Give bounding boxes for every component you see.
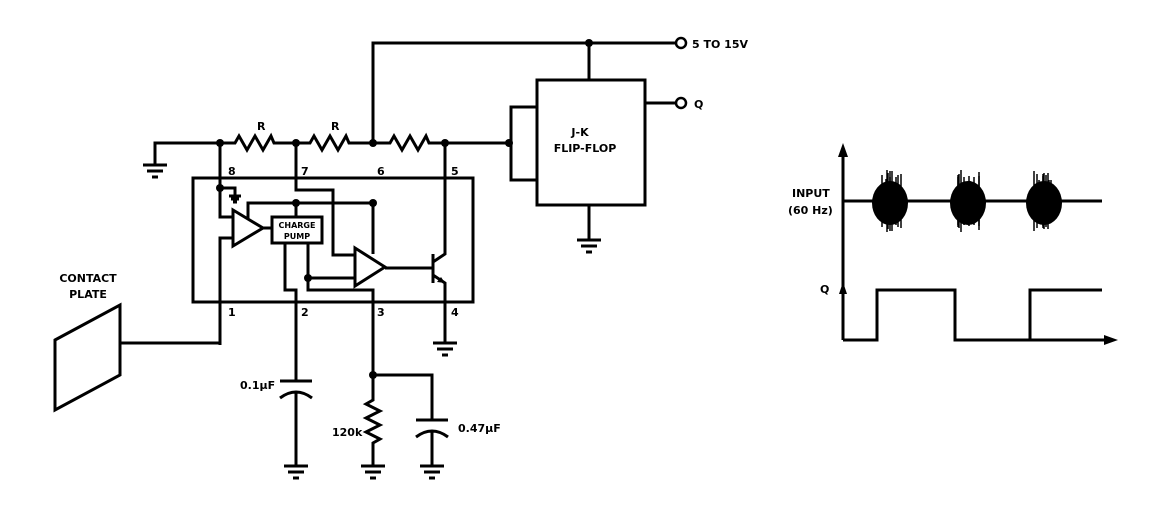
pin-label: 2 bbox=[301, 306, 309, 319]
contact-plate: CONTACT PLATE bbox=[53, 272, 220, 413]
charge-pump-label-2: PUMP bbox=[284, 232, 310, 241]
pin-label: 3 bbox=[377, 306, 385, 319]
arrow-right-icon bbox=[1104, 335, 1118, 345]
ground-icon bbox=[284, 464, 308, 480]
pin-label: 4 bbox=[451, 306, 459, 319]
rc-network: 120k 0.47µF bbox=[332, 371, 501, 480]
resistor-label: R bbox=[257, 120, 266, 133]
ground-icon bbox=[577, 238, 601, 254]
q-waveform-label: Q bbox=[820, 283, 829, 296]
pin-label: 7 bbox=[301, 165, 309, 178]
resistor-label: R bbox=[331, 120, 340, 133]
arrow-up-icon bbox=[839, 282, 847, 294]
contact-plate-label-1: CONTACT bbox=[59, 272, 117, 285]
jk-flipflop: J-K FLIP-FLOP Q bbox=[509, 78, 703, 254]
capacitor-0-1uf: 0.1µF bbox=[240, 345, 313, 480]
ground-icon bbox=[361, 464, 385, 480]
cap1-label: 0.1µF bbox=[240, 379, 275, 392]
transistor-icon bbox=[431, 143, 447, 342]
flipflop-label-2: FLIP-FLOP bbox=[554, 142, 617, 155]
timing-diagram: INPUT (60 Hz) Q bbox=[788, 143, 1118, 345]
pin-label: 5 bbox=[451, 165, 459, 178]
arrow-up-icon bbox=[838, 143, 848, 157]
flipflop-label-1: J-K bbox=[570, 126, 589, 139]
q-waveform bbox=[843, 288, 1102, 342]
resistor-120k-label: 120k bbox=[332, 426, 363, 439]
supply-terminal bbox=[674, 36, 688, 50]
cap2-label: 0.47µF bbox=[458, 422, 501, 435]
pin-label: 6 bbox=[377, 165, 385, 178]
pin-label: 8 bbox=[228, 165, 236, 178]
supply-label: 5 TO 15V bbox=[692, 38, 748, 51]
comparator-2 bbox=[353, 245, 388, 289]
ground-icon bbox=[143, 163, 167, 179]
ground-icon bbox=[433, 341, 457, 357]
ground-icon bbox=[420, 464, 444, 480]
input-bursts bbox=[872, 170, 1062, 232]
pin-label: 1 bbox=[228, 306, 236, 319]
q-output-label: Q bbox=[694, 98, 703, 111]
ic-package: 8 7 6 5 1 2 3 4 CHARGE PUMP bbox=[191, 143, 475, 375]
charge-pump-label-1: CHARGE bbox=[279, 221, 316, 230]
q-terminal bbox=[674, 96, 688, 110]
supply-rail: 5 TO 15V bbox=[371, 36, 748, 143]
noise-burst bbox=[950, 181, 986, 225]
input-label: INPUT bbox=[792, 187, 830, 200]
input-frequency-label: (60 Hz) bbox=[788, 204, 833, 217]
contact-plate-label-2: PLATE bbox=[69, 288, 107, 301]
resistor-rail: R R bbox=[143, 120, 513, 179]
